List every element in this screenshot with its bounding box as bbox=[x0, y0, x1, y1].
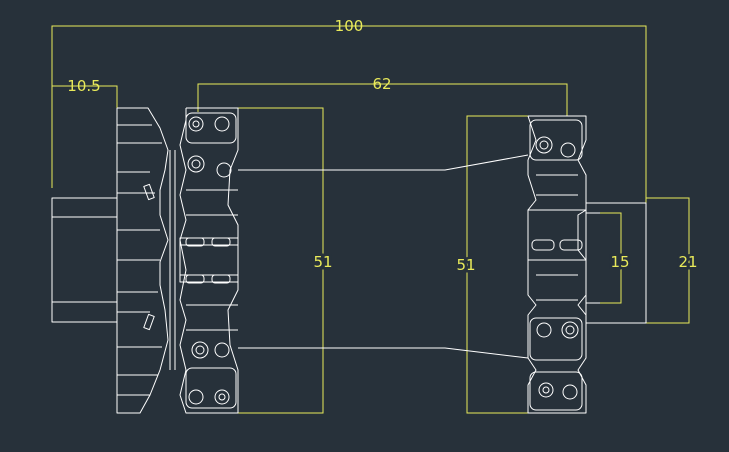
dim-label-51-left: 51 bbox=[313, 253, 332, 271]
dim-line-62 bbox=[197, 83, 568, 116]
dim-line-21 bbox=[646, 197, 690, 324]
chain-lines bbox=[238, 154, 529, 359]
dim-line-10-5 bbox=[52, 85, 118, 108]
dim-label-15: 15 bbox=[610, 253, 629, 271]
left-flange-hub bbox=[51, 107, 176, 414]
right-shaft bbox=[585, 202, 647, 324]
dim-label-10-5: 10.5 bbox=[67, 77, 100, 95]
dim-label-62: 62 bbox=[372, 75, 391, 93]
right-sprocket bbox=[527, 115, 587, 414]
dim-line-51-left bbox=[238, 107, 324, 414]
dim-label-21: 21 bbox=[678, 253, 697, 271]
dim-label-51-right: 51 bbox=[456, 256, 475, 274]
dim-line-51-right bbox=[466, 115, 528, 414]
dimension-lines bbox=[51, 25, 690, 414]
dim-label-100: 100 bbox=[335, 17, 364, 35]
dim-line-15 bbox=[600, 212, 622, 304]
dim-line-100 bbox=[51, 25, 647, 203]
left-sprocket bbox=[179, 107, 239, 414]
dimension-labels: 100 10.5 62 51 51 15 21 bbox=[67, 17, 700, 277]
